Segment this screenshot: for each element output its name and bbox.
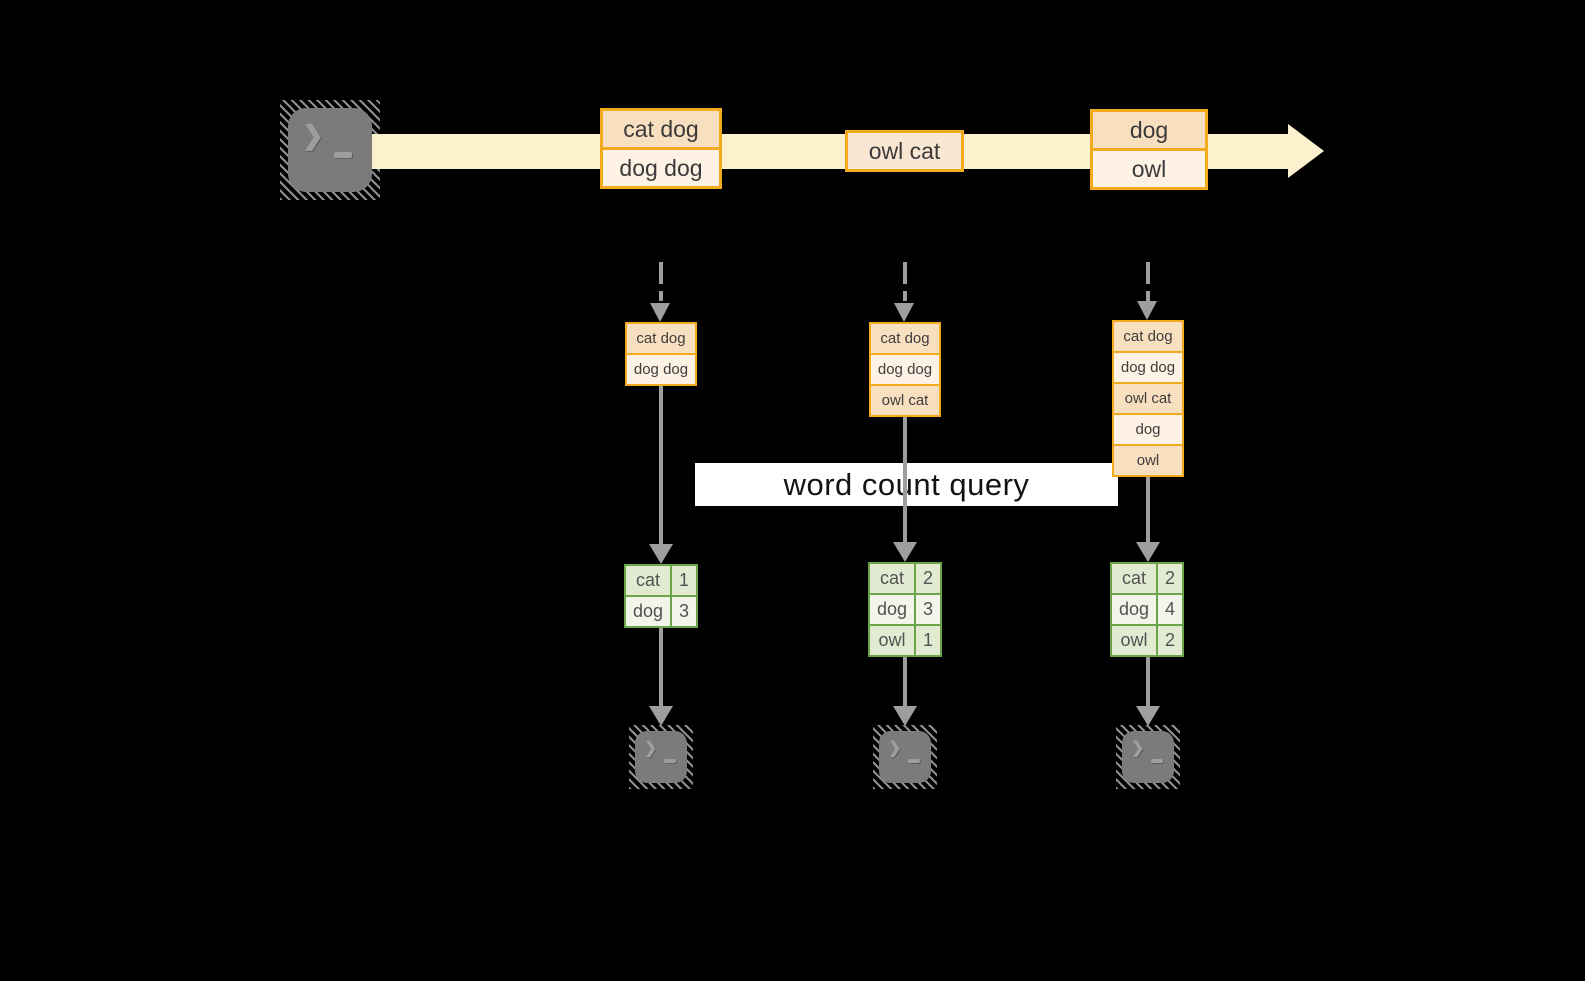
buffer-row: dog (1114, 413, 1182, 444)
count-value-cell: 4 (1158, 595, 1182, 624)
stream-record-line: owl cat (848, 133, 961, 169)
terminal-cursor-icon (334, 152, 352, 158)
terminal-body: ❯ (288, 108, 372, 192)
record-buffer-t3: cat dog dog dog owl cat dog owl (1112, 320, 1184, 477)
arrow-line (659, 628, 663, 706)
stream-record-line: dog dog (603, 147, 719, 186)
arrow-line (659, 384, 663, 544)
terminal-prompt-icon: ❯ (644, 740, 658, 757)
dashed-arrow-segment (903, 291, 907, 301)
stream-record-group-3: dog owl (1090, 109, 1208, 190)
count-word-cell: dog (1112, 595, 1156, 624)
terminal-prompt-icon: ❯ (888, 740, 902, 757)
stream-record-line: owl (1093, 148, 1205, 187)
count-word-cell: dog (626, 597, 670, 626)
down-arrowhead-icon (893, 706, 917, 726)
count-value-cell: 2 (916, 564, 940, 593)
terminal-body: ❯ (1122, 731, 1174, 783)
buffer-row: dog dog (627, 353, 695, 384)
terminal-body: ❯ (879, 731, 931, 783)
terminal-cursor-icon (664, 759, 676, 763)
count-table-t1: cat 1 dog 3 (624, 564, 698, 628)
count-word-cell: cat (870, 564, 914, 593)
count-table-t2: cat 2 dog 3 owl 1 (868, 562, 942, 657)
down-arrowhead-icon (650, 303, 670, 322)
buffer-row: cat dog (627, 324, 695, 353)
record-buffer-t1: cat dog dog dog (625, 322, 697, 386)
down-arrowhead-icon (1137, 301, 1157, 320)
dashed-arrow-segment (903, 262, 907, 284)
terminal-body: ❯ (635, 731, 687, 783)
terminal-cursor-icon (908, 759, 920, 763)
terminal-prompt-icon: ❯ (302, 120, 324, 150)
count-word-cell: dog (870, 595, 914, 624)
terminal-cursor-icon (1151, 759, 1163, 763)
terminal-sink-icon-2: ❯ (873, 725, 937, 789)
buffer-row: dog dog (871, 353, 939, 384)
stream-arrowhead-icon (1288, 124, 1324, 178)
arrow-line (903, 657, 907, 706)
down-arrowhead-icon (649, 706, 673, 726)
down-arrowhead-icon (1136, 706, 1160, 726)
stream-record-line: cat dog (603, 111, 719, 147)
count-word-cell: owl (1112, 626, 1156, 655)
arrow-line (903, 415, 907, 542)
buffer-row: owl (1114, 444, 1182, 475)
down-arrowhead-icon (894, 303, 914, 322)
down-arrowhead-icon (1136, 542, 1160, 562)
buffer-row: owl cat (871, 384, 939, 415)
count-value-cell: 1 (916, 626, 940, 655)
count-value-cell: 2 (1158, 626, 1182, 655)
count-value-cell: 2 (1158, 564, 1182, 593)
dashed-arrow-segment (659, 262, 663, 284)
record-buffer-t2: cat dog dog dog owl cat (869, 322, 941, 417)
buffer-row: cat dog (871, 324, 939, 353)
down-arrowhead-icon (649, 544, 673, 564)
buffer-row: cat dog (1114, 322, 1182, 351)
terminal-sink-icon-3: ❯ (1116, 725, 1180, 789)
buffer-row: dog dog (1114, 351, 1182, 382)
terminal-source-icon: ❯ (280, 100, 380, 200)
stream-record-group-1: cat dog dog dog (600, 108, 722, 189)
count-value-cell: 3 (916, 595, 940, 624)
count-value-cell: 3 (672, 597, 696, 626)
terminal-sink-icon-1: ❯ (629, 725, 693, 789)
down-arrowhead-icon (893, 542, 917, 562)
dashed-arrow-segment (659, 291, 663, 301)
count-table-t3: cat 2 dog 4 owl 2 (1110, 562, 1184, 657)
count-word-cell: cat (626, 566, 670, 595)
count-word-cell: cat (1112, 564, 1156, 593)
count-value-cell: 1 (672, 566, 696, 595)
stream-record-group-2: owl cat (845, 130, 964, 172)
arrow-line (1146, 657, 1150, 706)
arrow-line (1146, 475, 1150, 542)
terminal-prompt-icon: ❯ (1131, 740, 1145, 757)
buffer-row: owl cat (1114, 382, 1182, 413)
stream-record-line: dog (1093, 112, 1205, 148)
count-word-cell: owl (870, 626, 914, 655)
dashed-arrow-segment (1146, 262, 1150, 284)
dashed-arrow-segment (1146, 291, 1150, 301)
